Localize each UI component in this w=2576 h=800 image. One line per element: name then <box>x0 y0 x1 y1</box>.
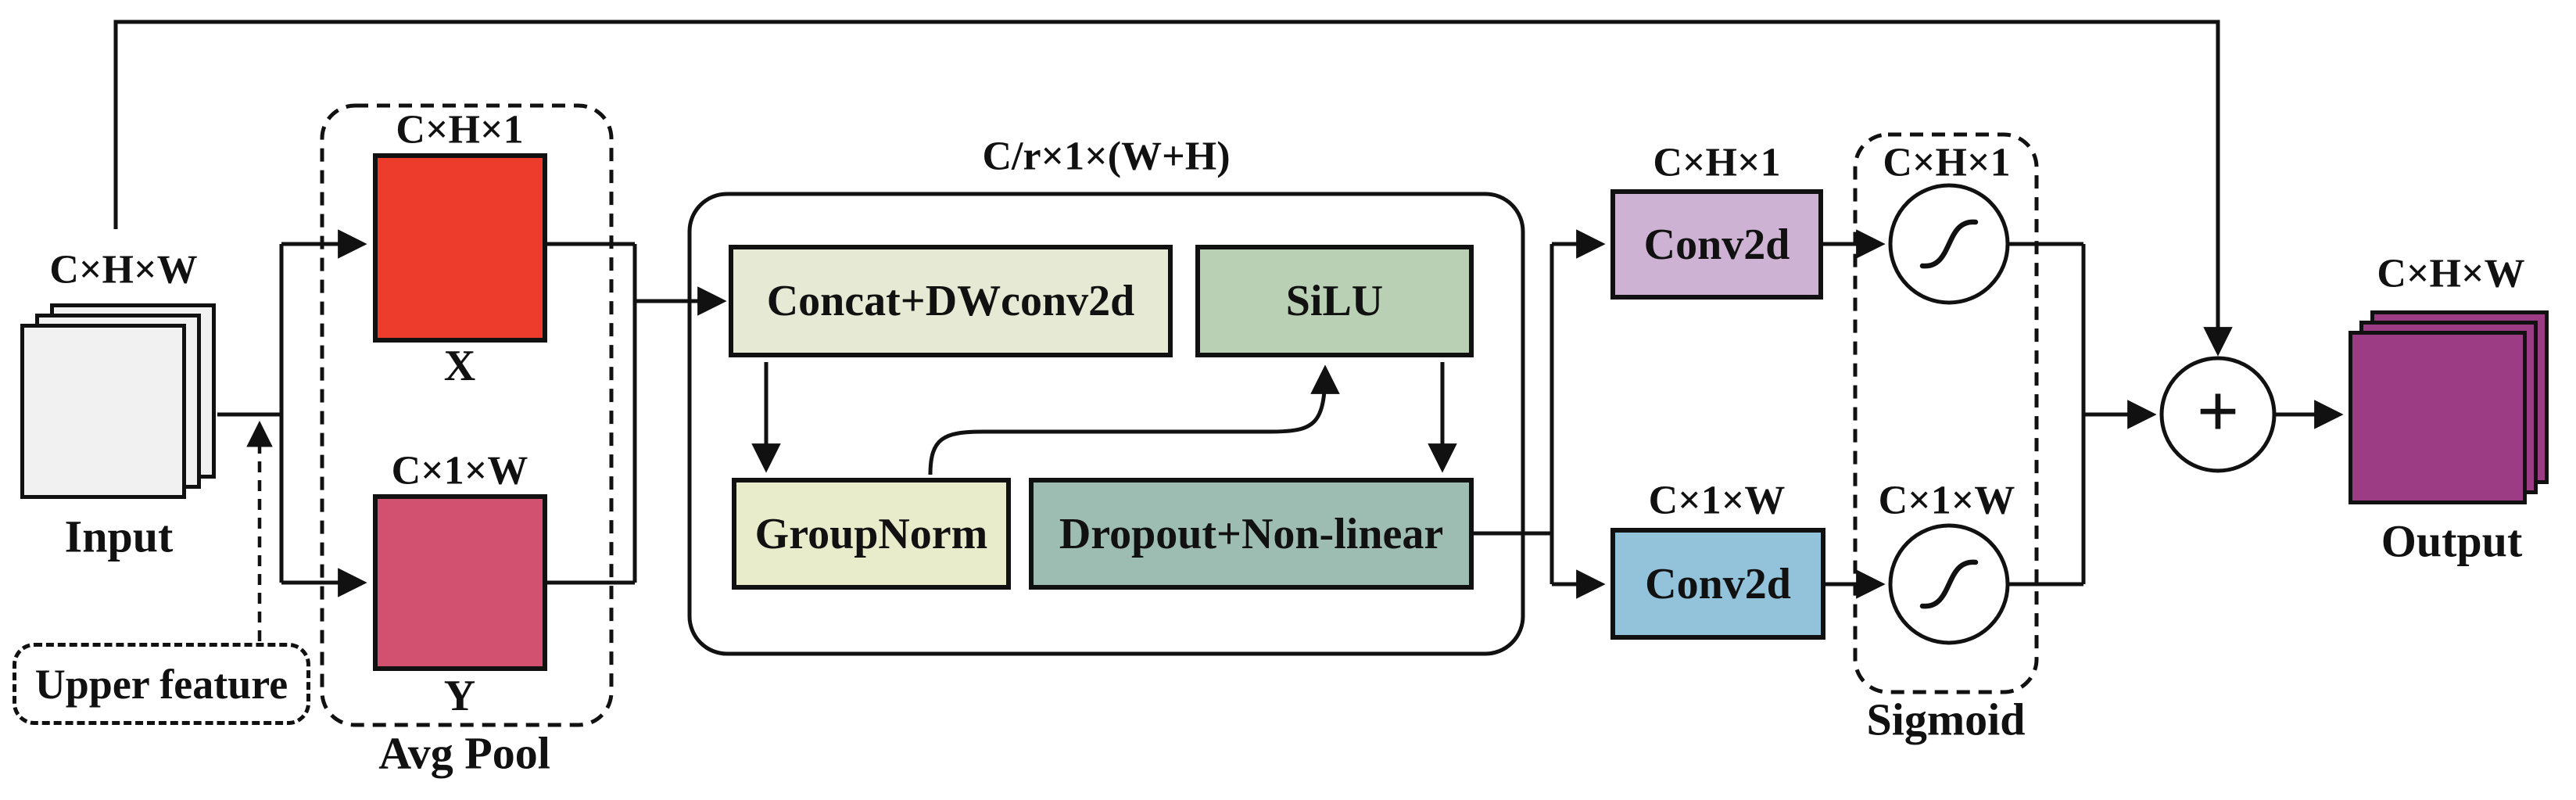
sigmoid-curve-icon <box>1919 559 1979 609</box>
output-dim-label: C×H×W <box>2377 251 2525 296</box>
avg-pool-box <box>320 103 614 727</box>
sigmoid-box <box>1853 132 2039 694</box>
concat-dwconv-label: Concat+DWconv2d <box>766 277 1135 325</box>
groupnorm-label: GroupNorm <box>754 509 988 558</box>
silu-block: SiLU <box>1195 245 1474 357</box>
conv-bottom-label: Conv2d <box>1645 559 1791 608</box>
groupnorm-block: GroupNorm <box>732 478 1011 590</box>
add-node <box>2159 356 2277 473</box>
conv-top-block: Conv2d <box>1610 189 1823 300</box>
y-dim-label: C×1×W <box>391 448 528 493</box>
x-pool-block <box>373 153 547 343</box>
silu-label: SiLU <box>1285 277 1384 325</box>
output-tensor-layer-front <box>2348 331 2527 504</box>
groupnorm-to-silu-arrow <box>928 364 1340 475</box>
x-dim-label: C×H×1 <box>396 107 524 152</box>
skip-connection-line <box>113 20 2233 357</box>
sigmoid-label: Sigmoid <box>1866 694 2026 745</box>
conv-top-label: Conv2d <box>1643 220 1790 269</box>
conv-bottom-dim-label: C×1×W <box>1648 478 1786 523</box>
y-label: Y <box>443 672 476 720</box>
conv-bottom-block: Conv2d <box>1610 528 1825 640</box>
plus-icon: + <box>2196 369 2240 454</box>
concat-dwconv-block: Concat+DWconv2d <box>729 245 1173 357</box>
dropout-nonlinear-block: Dropout+Non-linear <box>1029 478 1474 590</box>
input-label: Input <box>64 511 174 562</box>
conv-top-dim-label: C×H×1 <box>1653 140 1781 185</box>
bottleneck-dim-label: C/r×1×(W+H) <box>982 134 1231 179</box>
input-tensor-layer-front <box>20 324 186 499</box>
sigmoid-curve-icon <box>1919 219 1979 269</box>
sigmoid-bottom-dim-label: C×1×W <box>1878 478 2015 523</box>
avg-pool-label: Avg Pool <box>378 727 550 779</box>
upper-feature-label: Upper feature <box>34 660 288 708</box>
sigmoid-top-dim-label: C×H×1 <box>1883 140 2011 185</box>
upper-feature-box: Upper feature <box>13 643 310 725</box>
output-label: Output <box>2381 515 2523 567</box>
input-dim-label: C×H×W <box>49 247 198 292</box>
dropout-nonlinear-label: Dropout+Non-linear <box>1059 509 1444 558</box>
y-pool-block <box>373 494 547 671</box>
x-label: X <box>443 342 476 390</box>
